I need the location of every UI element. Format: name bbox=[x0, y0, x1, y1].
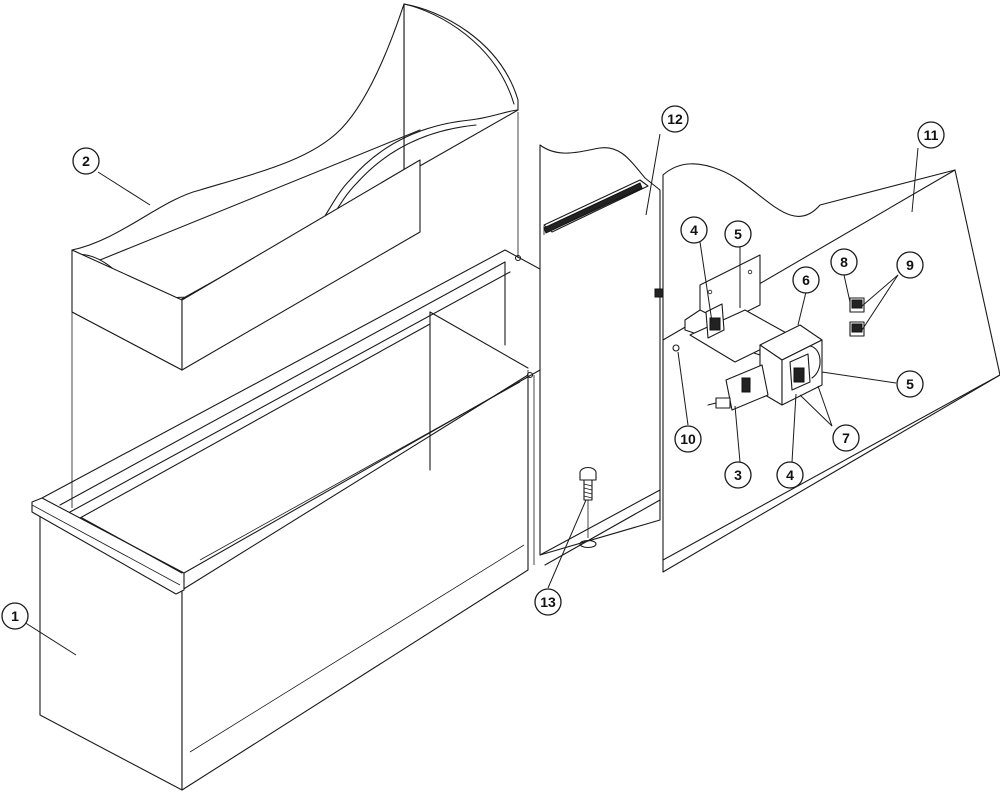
svg-text:4: 4 bbox=[690, 222, 698, 238]
callout-12: 12 bbox=[661, 105, 689, 133]
leader-lines bbox=[23, 133, 919, 656]
svg-text:1: 1 bbox=[11, 608, 19, 624]
callout-10: 10 bbox=[674, 425, 702, 453]
svg-text:3: 3 bbox=[734, 467, 742, 483]
middle-panel bbox=[539, 144, 666, 566]
svg-text:11: 11 bbox=[924, 127, 939, 143]
callout-2: 2 bbox=[72, 147, 100, 175]
callout-1: 1 bbox=[1, 602, 29, 630]
callout-5-lower: 5 bbox=[896, 370, 924, 398]
cabinet-base bbox=[31, 249, 631, 791]
callout-3: 3 bbox=[724, 461, 752, 489]
callout-5-upper: 5 bbox=[724, 220, 752, 248]
callout-6: 6 bbox=[792, 266, 820, 294]
svg-text:5: 5 bbox=[906, 376, 914, 392]
svg-text:9: 9 bbox=[906, 257, 914, 273]
svg-text:2: 2 bbox=[82, 153, 90, 169]
svg-text:12: 12 bbox=[667, 111, 683, 127]
callout-13: 13 bbox=[534, 588, 562, 616]
callout-11: 11 bbox=[917, 121, 945, 149]
callout-8: 8 bbox=[830, 248, 858, 276]
right-panel bbox=[662, 163, 1000, 573]
svg-text:7: 7 bbox=[842, 430, 850, 446]
callout-7: 7 bbox=[832, 424, 860, 452]
callout-9: 9 bbox=[896, 251, 924, 279]
svg-text:6: 6 bbox=[802, 272, 810, 288]
callout-4-upper: 4 bbox=[680, 216, 708, 244]
svg-text:5: 5 bbox=[734, 226, 742, 242]
wavy-upper-tray bbox=[71, 3, 519, 371]
svg-text:8: 8 bbox=[840, 254, 848, 270]
leveling-foot bbox=[579, 466, 597, 549]
callout-4-lower: 4 bbox=[776, 461, 804, 489]
svg-text:4: 4 bbox=[786, 467, 794, 483]
svg-text:10: 10 bbox=[680, 431, 696, 447]
svg-text:13: 13 bbox=[540, 594, 556, 610]
